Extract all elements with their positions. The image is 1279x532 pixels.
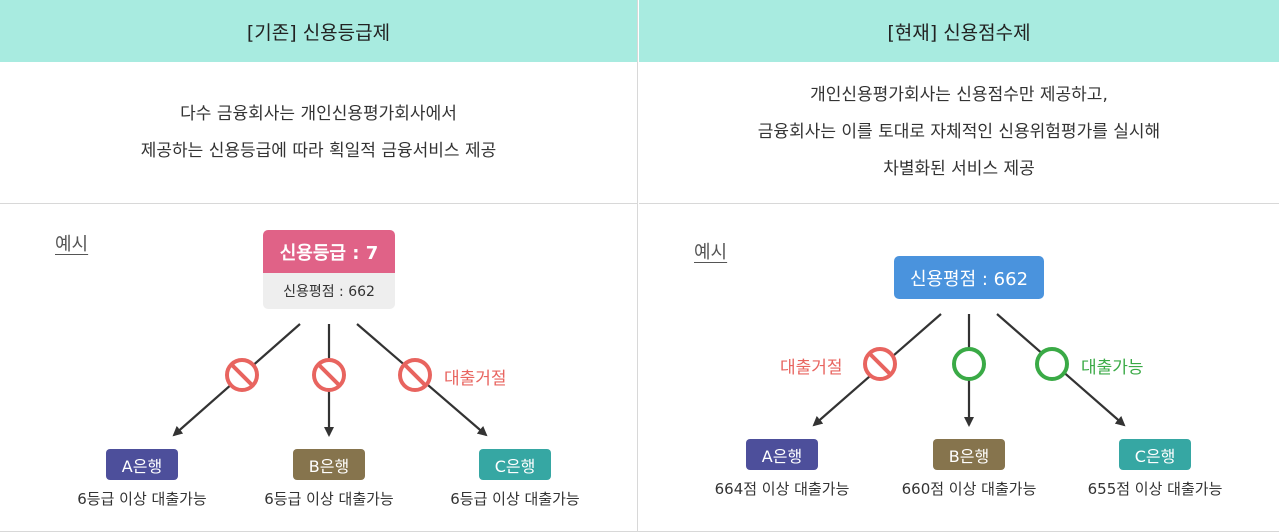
loan-rejected-label: 대출거절	[444, 369, 507, 389]
loan-rejected-label: 대출거절	[780, 358, 843, 378]
bank-c-badge: C은행	[1119, 439, 1191, 470]
old-system-column: [기존] 신용등급제 다수 금융회사는 개인신용평가회사에서 제공하는 신용등급…	[0, 0, 638, 532]
bank-c-condition: 655점 이상 대출가능	[1087, 480, 1223, 498]
credit-score-box: 신용평점 : 662	[894, 256, 1044, 299]
loan-available-label: 대출가능	[1081, 358, 1144, 378]
old-system-header: [기존] 신용등급제	[0, 0, 637, 62]
example-label: 예시	[55, 234, 89, 255]
new-system-example: 예시 신용평점 : 662	[639, 204, 1279, 531]
description-line: 제공하는 신용등급에 따라 획일적 금융서비스 제공	[140, 140, 497, 161]
description-line: 개인신용평가회사는 신용점수만 제공하고,	[810, 85, 1108, 105]
old-system-example: 예시 신용등급 : 7 신용평점 : 662	[0, 204, 637, 531]
new-system-header: [현재] 신용점수제	[639, 0, 1279, 62]
bank-a-badge: A은행	[746, 439, 818, 470]
new-system-column: [현재] 신용점수제 개인신용평가회사는 신용점수만 제공하고, 금융회사는 이…	[639, 0, 1279, 532]
no-entry-icon	[225, 358, 259, 392]
description-line: 차별화된 서비스 제공	[883, 159, 1035, 179]
credit-score-sub: 신용평점 : 662	[263, 273, 395, 309]
old-system-description: 다수 금융회사는 개인신용평가회사에서 제공하는 신용등급에 따라 획일적 금융…	[0, 62, 637, 204]
bank-b-condition: 6등급 이상 대출가능	[264, 490, 394, 508]
bank-a-condition: 664점 이상 대출가능	[714, 480, 850, 498]
bank-b-badge: B은행	[293, 449, 365, 480]
bank-c-condition: 6등급 이상 대출가능	[450, 490, 580, 508]
circle-ok-icon	[952, 347, 986, 381]
credit-grade-box: 신용등급 : 7	[263, 230, 395, 273]
bank-a-condition: 6등급 이상 대출가능	[77, 490, 207, 508]
bank-b-condition: 660점 이상 대출가능	[901, 480, 1037, 498]
new-system-description: 개인신용평가회사는 신용점수만 제공하고, 금융회사는 이를 토대로 자체적인 …	[639, 62, 1279, 204]
bank-a-badge: A은행	[106, 449, 178, 480]
example-label: 예시	[694, 242, 728, 263]
bank-b-badge: B은행	[933, 439, 1005, 470]
bank-c-badge: C은행	[479, 449, 551, 480]
description-line: 금융회사는 이를 토대로 자체적인 신용위험평가를 실시해	[757, 122, 1161, 142]
no-entry-icon	[863, 347, 897, 381]
no-entry-icon	[398, 358, 432, 392]
circle-ok-icon	[1035, 347, 1069, 381]
description-line: 다수 금융회사는 개인신용평가회사에서	[180, 103, 457, 124]
no-entry-icon	[312, 358, 346, 392]
